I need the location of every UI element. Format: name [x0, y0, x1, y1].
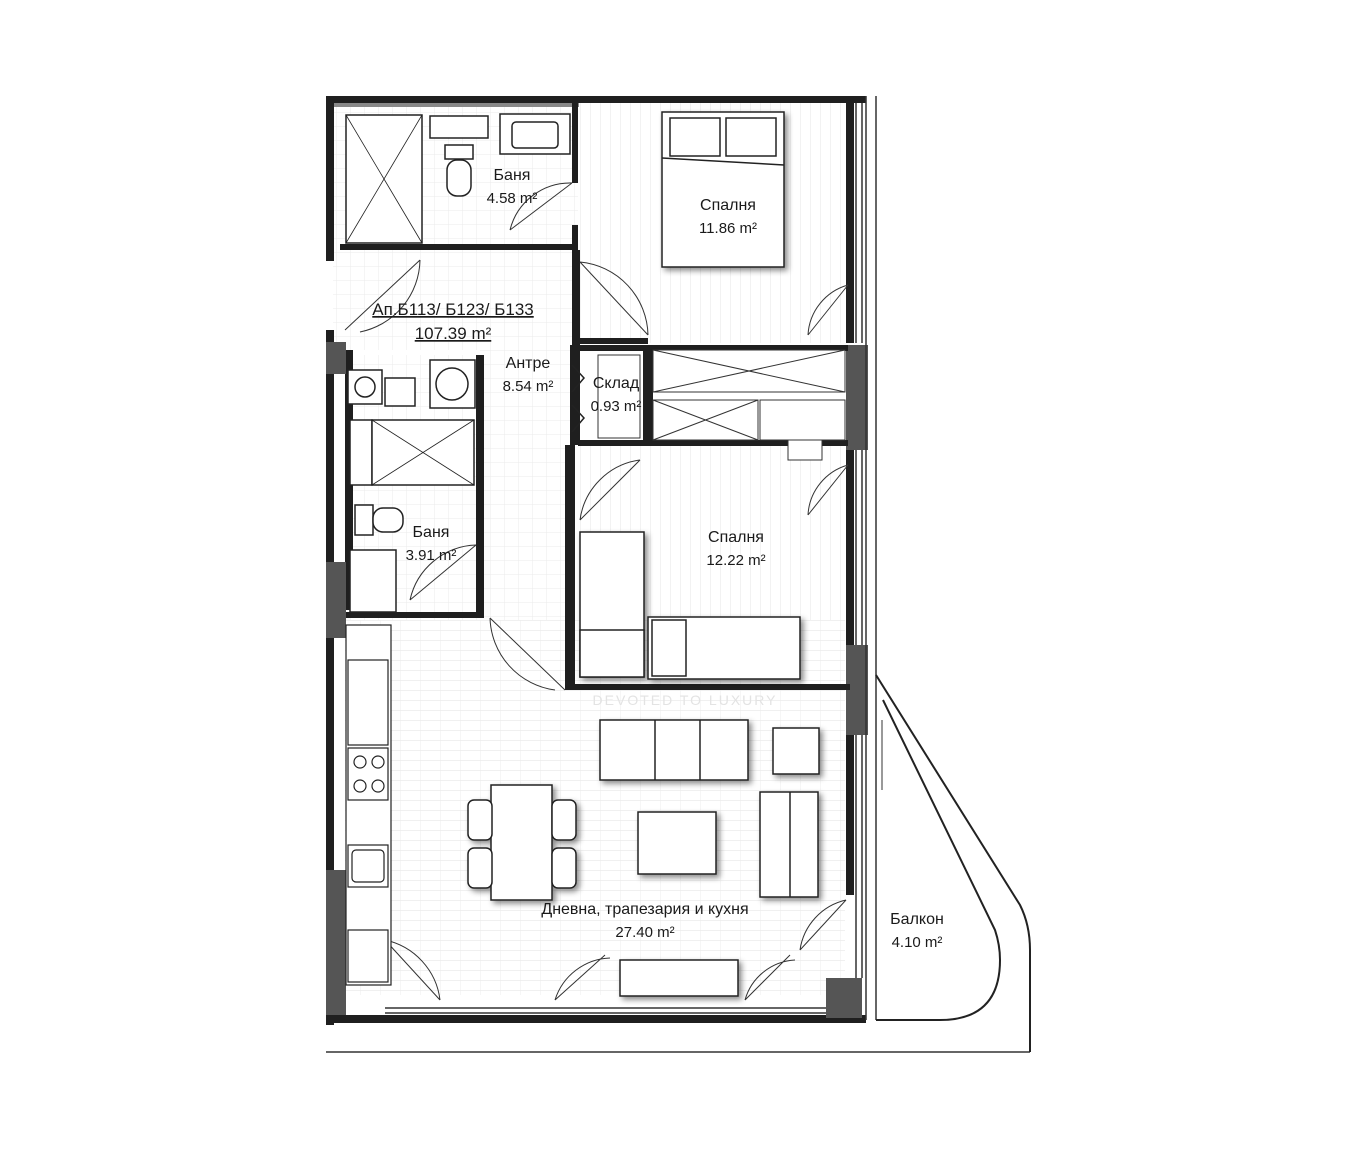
single-beds: [579, 531, 801, 680]
bathroom2-fixtures: [347, 359, 476, 613]
bath1-area: 4.58 m²: [487, 190, 538, 207]
watermark: DEVOTED TO LUXURY: [593, 692, 778, 708]
apartment-area: 107.39 m²: [415, 324, 492, 343]
bedroom2-area: 12.22 m²: [706, 552, 765, 569]
living-name: Дневна, трапезария и кухня: [541, 901, 748, 918]
walls: [326, 96, 868, 1025]
bedroom1-area: 11.86 m²: [699, 220, 757, 237]
storage-name: Склад: [593, 375, 640, 392]
windows: [326, 96, 1030, 1053]
living-furniture: [467, 719, 820, 997]
balcony-area: 4.10 m²: [892, 934, 943, 951]
kitchen: [345, 624, 392, 986]
living-area: 27.40 m²: [615, 924, 674, 941]
bathroom1-fixtures: [345, 113, 571, 244]
storage-door-marks: [571, 364, 586, 433]
bedroom2-name: Спалня: [708, 529, 764, 546]
hall-name: Антре: [506, 355, 551, 372]
bath2-area: 3.91 m²: [406, 547, 457, 564]
doors: [344, 182, 883, 1001]
apartment-code: Ап.Б113/ Б123/ Б133: [372, 300, 533, 319]
balcony-name: Балкон: [890, 911, 944, 928]
bath2-name: Баня: [413, 524, 450, 541]
bed-double: [661, 111, 785, 268]
labels: Баня 4.58 m² Спалня 11.86 m² Ап.Б113/ Б1…: [372, 167, 944, 951]
bedroom1-name: Спалня: [700, 197, 756, 214]
hall-area: 8.54 m²: [503, 378, 554, 395]
wardrobes: [597, 349, 846, 461]
storage-area: 0.93 m²: [591, 398, 642, 415]
bath1-name: Баня: [494, 167, 531, 184]
balcony-outline: [875, 674, 1031, 1052]
